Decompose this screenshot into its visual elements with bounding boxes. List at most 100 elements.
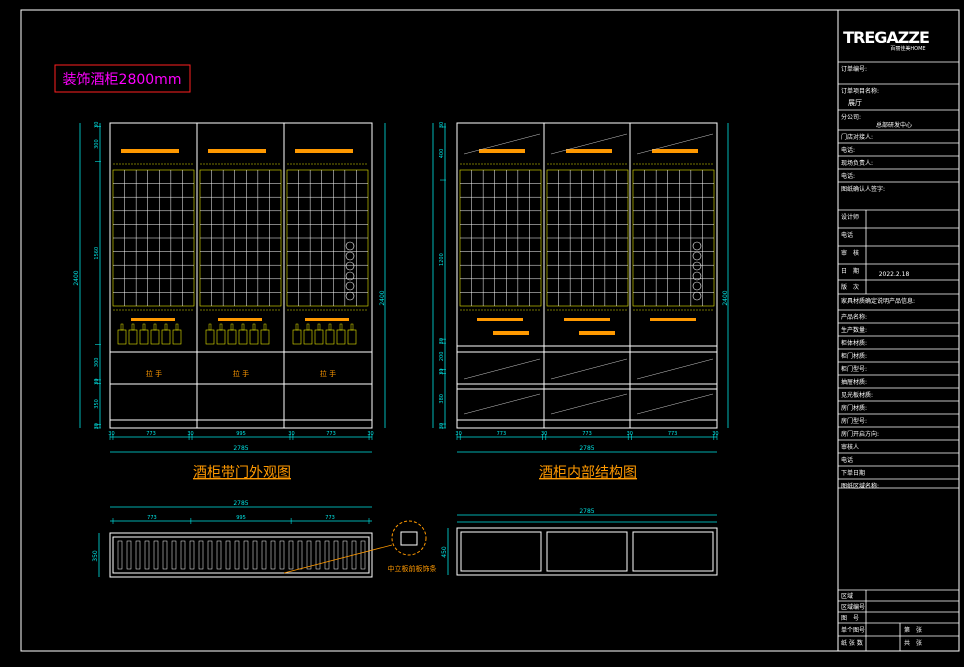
front-grid-1-lower-light (131, 318, 175, 321)
plan-slat (198, 540, 204, 570)
tb-field: 产品名称: (841, 313, 867, 321)
plan-slat (324, 540, 330, 570)
tb-field: 电话 (841, 456, 853, 464)
dim-label: 773 (668, 431, 678, 437)
bottle-end-inner-6 (692, 291, 702, 301)
plan-slat (306, 540, 312, 570)
bottle-neck-15 (317, 323, 321, 331)
bottle-12 (260, 329, 270, 345)
bottle-end-front-2 (345, 251, 355, 261)
front-grid-3-lower-light (305, 318, 349, 321)
glass-reflection-4 (463, 358, 541, 380)
bottle-end-front-4 (345, 271, 355, 281)
plan-slat (153, 540, 159, 570)
callout-label: 中立板前板饰条 (388, 564, 437, 573)
bottle-3 (139, 329, 149, 345)
tb-field: 房门开启方向: (841, 430, 879, 438)
plan-slat (189, 540, 195, 570)
inner-view (456, 122, 718, 429)
front-right-height: 2400 (379, 290, 386, 305)
bottle-14 (303, 329, 313, 345)
inner-grid-2-shelf-light (566, 149, 612, 153)
bottle-neck-4 (153, 323, 157, 331)
bottle-1 (117, 329, 127, 345)
tb-field: 见光板材质: (841, 391, 873, 399)
front-total-width: 2785 (233, 445, 248, 452)
bottle-end-inner-1 (692, 241, 702, 251)
glass-reflection-1 (463, 133, 541, 155)
bottle-neck-10 (241, 323, 245, 331)
plan-slat (270, 540, 276, 570)
tb-label: 图纸确认人签字: (841, 185, 885, 193)
tb-sheet-count: 第 张 (904, 626, 922, 634)
front-grid-2-lower-light (218, 318, 262, 321)
glass-reflection-5 (550, 358, 628, 380)
tb-branch-value: 总部研发中心 (876, 121, 912, 129)
glass-reflection-9 (636, 393, 714, 415)
plan-slat (180, 540, 186, 570)
dim-label: 773 (326, 431, 336, 437)
plan-depth: 350 (92, 550, 99, 562)
plan-slat (279, 540, 285, 570)
tb-label: 分公司: (841, 113, 861, 121)
dim-label: 30 (94, 423, 100, 429)
dim-label: 30 (94, 378, 100, 384)
plan-slat (225, 540, 231, 570)
dim-label: 30 (439, 368, 445, 374)
tb-field: 生产数量: (841, 326, 867, 334)
tb-label: 订单项目名称: (841, 87, 879, 95)
plan-slat (243, 540, 249, 570)
drawing-title-box (54, 64, 191, 93)
front-grid-1-shelf-light (121, 149, 179, 153)
bottle-16 (325, 329, 335, 345)
plan-slat (333, 540, 339, 570)
inner-grid-3-shelf-light (652, 149, 698, 153)
tb-sheet-label: 单个图号 (841, 626, 865, 634)
inner-grid-2-mid-light (564, 318, 610, 321)
front-wine-grid (112, 149, 369, 321)
plan-slat (126, 540, 132, 570)
tb-field: 房门型号: (841, 417, 867, 425)
bottle-neck-12 (263, 323, 267, 331)
glass-reflection-8 (550, 393, 628, 415)
tb-field: 审核人 (841, 443, 859, 451)
plan-slat (342, 540, 348, 570)
bottle-end-inner-3 (692, 261, 702, 271)
tb-label: 电话 (841, 231, 853, 239)
tb-label: 订单编号: (841, 65, 867, 73)
bottle-neck-18 (350, 323, 354, 331)
tb-field: 房门材质: (841, 404, 867, 412)
inner-grid-3 (632, 163, 715, 311)
front-handles: 拉 手 拉 手 拉 手 (146, 369, 336, 378)
dim-label: 773 (497, 431, 507, 437)
dim-label: 995 (236, 515, 246, 521)
dim-label: 30 (439, 423, 445, 429)
front-bottle-row (117, 241, 702, 345)
brand-logo-sub: 百丽佳美HOME (890, 45, 925, 52)
plan-total-width: 2785 (233, 500, 248, 507)
bottle-neck-1 (120, 323, 124, 331)
dim-label: 380 (439, 394, 445, 404)
dim-label: 30 (367, 431, 373, 437)
bottle-neck-7 (208, 323, 212, 331)
dim-label: 1560 (94, 247, 100, 260)
bottle-18 (347, 329, 357, 345)
bottle-end-front-3 (345, 261, 355, 271)
front-grid-2-shelf-light (208, 149, 266, 153)
inner-grid-1-shelf-light (479, 149, 525, 153)
dim-label: 200 (439, 352, 445, 362)
plan-slat (135, 540, 141, 570)
inner-right-height: 2400 (722, 290, 729, 305)
front-grid-2 (199, 163, 282, 311)
bottle-neck-6 (175, 323, 179, 331)
tb-field: 抽屉材质: (841, 378, 867, 386)
tb-label: 电话: (841, 172, 855, 180)
glass-reflection-7 (463, 393, 541, 415)
bottle-8 (216, 329, 226, 345)
plan-slat (360, 540, 366, 570)
bottle-6 (172, 329, 182, 345)
plan-slat (315, 540, 321, 570)
